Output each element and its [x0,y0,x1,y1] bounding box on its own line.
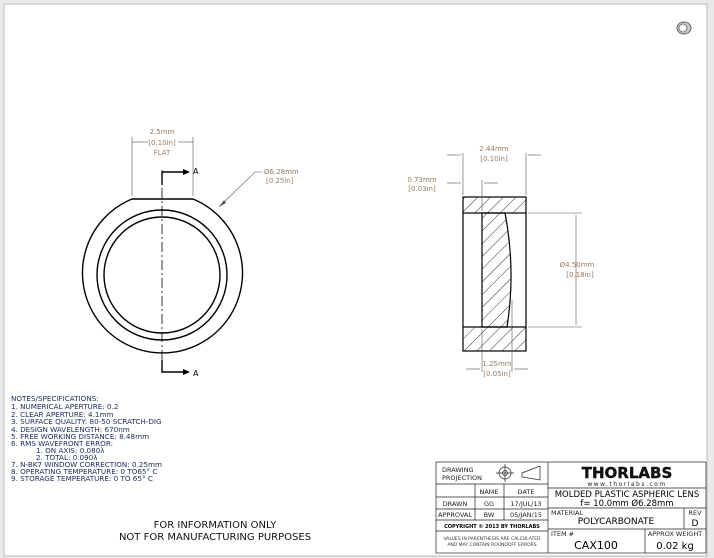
section-label-top: A [193,167,199,176]
note-item: 8. OPERATING TEMPERATURE: 0 TO65° C [11,467,157,476]
lens-outline-with-flat [81,198,244,354]
lens-3d-thumbnail-icon [676,21,692,35]
offset-dim-mm: 0.73mm [407,176,436,184]
flat-label: FLAT [154,149,171,157]
note-item: 2. CLEAR APERTURE: 4.1mm [11,410,114,419]
center-thickness-dim-mm: 1.25mm [482,360,511,368]
rev-value: D [692,519,699,529]
rev-label: REV [688,509,702,517]
third-angle-projection-icon [496,464,541,482]
note-item: 2. TOTAL: 0.090λ [36,453,98,462]
values-note: VALUES IN PARENTHESIS ARE CALCULATED [443,536,541,542]
sheet-border [3,3,708,557]
projection-label: DRAWING [442,466,474,474]
website: www.thorlabs.com [587,481,666,488]
offset-dim-in: [0.03in] [408,185,436,193]
length-dim-mm: 2.44mm [479,145,508,153]
note-item: 7. N-BK7 WINDOW CORRECTION: 0.25mm [11,460,162,469]
note-item: 3. SURFACE QUALITY: 80-50 SCRATCH-DIG [11,417,162,426]
length-dim-in: [0.10in] [480,155,508,163]
note-item: 6. RMS WAVEFRONT ERROR: [11,439,113,448]
name-header: NAME [479,488,498,496]
item-label: ITEM # [551,530,574,538]
section-label-bottom: A [193,369,199,378]
notes-title: NOTES/SPECIFICATIONS: [11,394,99,403]
flat-dim-mm: 2.5mm [150,128,175,136]
approval-date: 05/JAN/15 [510,511,542,519]
item-number: CAX100 [574,539,618,552]
notes-specifications: NOTES/SPECIFICATIONS: 1. NUMERICAL APERT… [11,394,162,483]
values-note: AND MAY CONTAIN ROUNDOFF ERRORS [447,542,536,548]
weight-value: 0.02 kg [656,541,694,552]
note-item: 9. STORAGE TEMPERATURE: 0 TO 65° C [11,474,153,483]
note-item: 4. DESIGN WAVELENGTH: 670nm [11,425,130,434]
clear-dia-dim-mm: Ø4.50mm [560,261,595,269]
thorlabs-logo: THORLABS [582,464,673,482]
approval-label: APPROVAL [438,511,472,519]
title-block: DRAWING PROJECTION NAME DATE DRAWN GG 17… [435,461,707,554]
section-view: 2.44mm [0.10in] 0.73mm [0.03in] Ø4.50mm … [407,145,594,378]
projection-label: PROJECTION [442,474,482,482]
part-title: MOLDED PLASTIC ASPHERIC LENS [555,490,700,500]
weight-label: APPROX WEIGHT [648,530,702,538]
front-view: A A 2.5mm [0.10in] FLAT Ø6.28mm [0.25in] [81,128,299,378]
clear-dia-dim-in: [0.18in] [566,271,594,279]
diameter-dim-mm: Ø6.28mm [264,168,299,176]
note-item: 1. NUMERICAL APERTURE: 0.2 [11,402,118,411]
drawn-date: 17/JUL/13 [510,500,541,508]
copyright: COPYRIGHT © 2013 BY THORLABS [444,524,540,530]
part-subtitle: f= 10.0mm Ø6.28mm [580,498,673,509]
note-item: 5. FREE WORKING DISTANCE: 8.48mm [11,432,149,441]
note-item: 1. ON AXIS: 0.080λ [36,446,105,455]
diameter-dim-in: [0.25in] [266,177,294,185]
material-value: POLYCARBONATE [578,517,655,527]
approval-name: BW [484,511,495,519]
flat-dim-in: [0.10in] [148,139,176,147]
disclaimer-line-2: NOT FOR MANUFACTURING PURPOSES [119,532,311,543]
disclaimer-line-1: FOR INFORMATION ONLY [154,520,278,531]
material-label: MATERIAL [551,509,584,517]
drawn-label: DRAWN [443,500,468,508]
center-thickness-dim-in: [0.05in] [483,370,511,378]
date-header: DATE [518,488,535,496]
drawn-name: GG [484,500,494,508]
